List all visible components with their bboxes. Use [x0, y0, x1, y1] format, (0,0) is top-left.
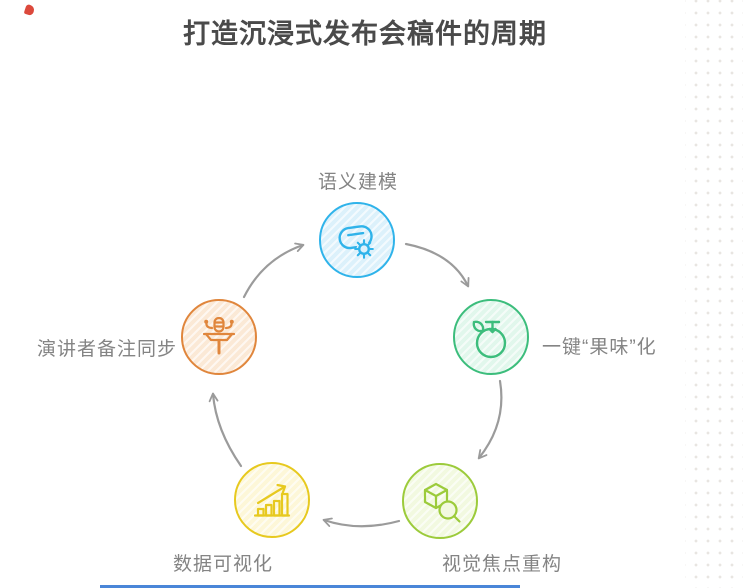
dot-grid-decoration: [685, 0, 743, 588]
arrow-bottom-right-to-bottom-left: [322, 517, 401, 528]
arrow-left-to-top: [242, 242, 305, 299]
node-visual-focus: [402, 463, 478, 539]
arrow-right-to-bottom-right: [477, 379, 503, 460]
node-label-data-visualization: 数据可视化: [172, 554, 274, 575]
node-speaker-notes-sync: [181, 299, 257, 375]
page-title: 打造沉浸式发布会稿件的周期: [183, 19, 547, 49]
cube-magnifier-icon: [423, 482, 461, 523]
arrow-bottom-left-to-left: [208, 392, 243, 468]
node-semantic-modeling: [319, 202, 395, 278]
node-label-fruit-flavoring: 一键“果味”化: [542, 337, 657, 358]
node-fruit-flavoring: [453, 299, 529, 375]
node-label-speaker-notes-sync: 演讲者备注同步: [36, 339, 177, 360]
node-label-semantic-modeling: 语义建模: [317, 172, 399, 193]
arrow-top-to-right: [404, 242, 470, 288]
headset-gear-icon: [338, 225, 374, 259]
bottom-accent-line: [100, 585, 520, 588]
node-data-visualization: [234, 462, 310, 538]
fruit-icon: [472, 320, 507, 359]
bar-chart-trend-icon: [253, 483, 291, 517]
podium-mic-icon: [202, 316, 236, 355]
node-label-visual-focus: 视觉焦点重构: [441, 554, 563, 575]
